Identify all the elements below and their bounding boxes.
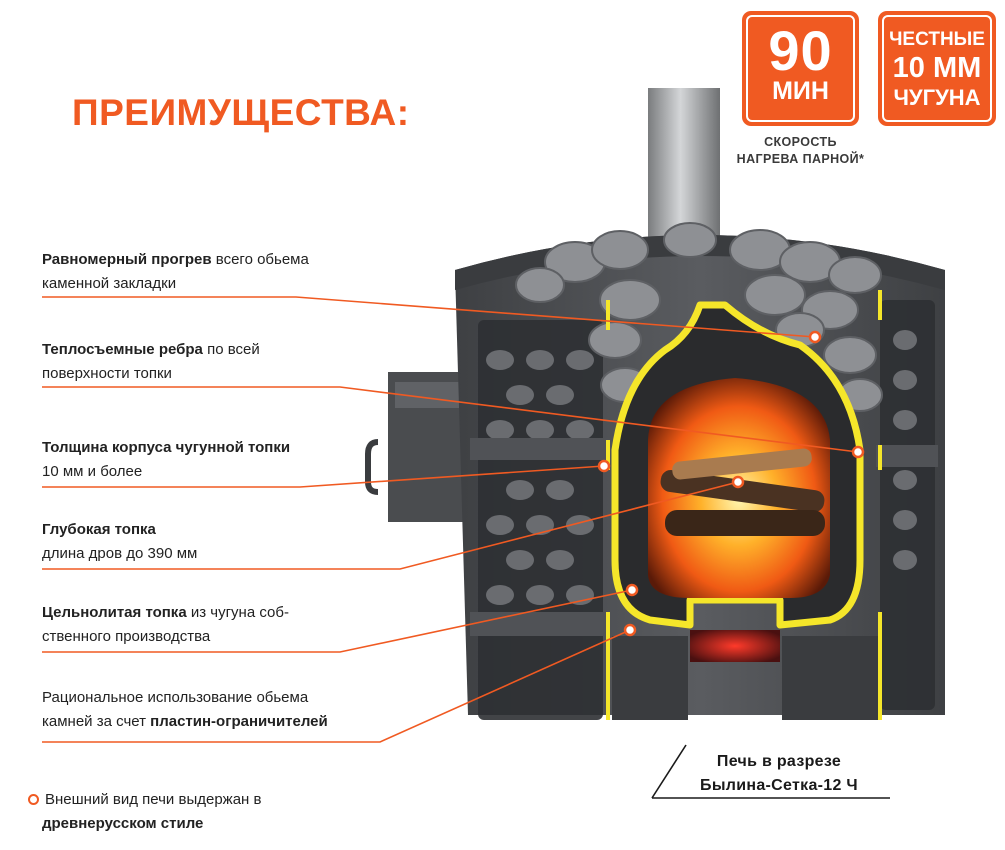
callout-markers [597,330,865,637]
feature-5-bold: Цельнолитая топка [42,604,187,621]
feature-1-bold: Равномерный прогрев [42,251,212,268]
callout-lines [42,296,859,743]
speed-note-line2: НАГРЕВА ПАРНОЙ* [736,152,865,166]
feature-deep-firebox: Глубокая топка длина дров до 390 мм [42,518,197,566]
caption-line1: Печь в разрезе [716,753,842,770]
page-title: ПРЕИМУЩЕСТВА: [72,92,410,133]
feature-2-bold: Теплосъемные ребра [42,341,203,358]
legend-line2: древнерусском стиле [42,815,204,832]
feature-4-bold: Глубокая топка [42,521,156,538]
feature-6-line2-bold: пластин-ограничителей [150,713,328,730]
feature-5-line2: ственного производства [42,628,211,645]
style-legend: Внешний вид печи выдержан в древнерусско… [28,788,261,836]
feature-6-rest: Рациональное использование обьема [42,689,309,706]
feature-3-bold: Толщина корпуса чугунной топки [42,439,291,456]
feature-uniform-heating: Равномерный прогрев всего обьема каменно… [42,248,309,296]
feature-wall-thickness: Толщина корпуса чугунной топки 10 мм и б… [42,436,290,484]
firewood [660,448,825,536]
legend-line1: Внешний вид печи выдержан в [45,791,262,808]
feature-6-line2: камней за счет [42,713,151,730]
feature-solid-cast: Цельнолитая топка из чугуна соб- ственно… [42,601,289,649]
heating-time-badge: 90 МИН [742,11,859,126]
mesh-holes [486,330,917,605]
feature-heat-ribs: Теплосъемные ребра по всей поверхности т… [42,338,260,386]
legend-ring-icon [28,794,39,805]
feature-3-line2: 10 мм и более [42,463,143,480]
sauna-stones [515,222,883,412]
caption-pointer [651,744,890,799]
feature-2-line2: поверхности топки [42,365,172,382]
heating-speed-note: СКОРОСТЬ НАГРЕВА ПАРНОЙ* [733,134,868,168]
feature-2-rest: по всей [202,341,260,358]
caption-line2: Былина-Сетка-12 Ч [700,777,858,794]
feature-stone-volume: Рациональное использование обьема камней… [42,686,328,734]
feature-1-line2: каменной закладки [42,275,177,292]
ash-pan [690,630,780,662]
speed-note-line1: СКОРОСТЬ [764,135,837,149]
feature-1-rest: всего обьема [211,251,309,268]
feature-4-line2: длина дров до 390 мм [42,545,198,562]
feature-5-rest: из чугуна соб- [186,604,289,621]
cast-iron-badge: ЧЕСТНЫЕ 10 ММ ЧУГУНА [878,11,996,126]
stove-caption: Печь в разрезе Былина-Сетка-12 Ч [670,750,888,798]
door-handle [365,439,379,495]
